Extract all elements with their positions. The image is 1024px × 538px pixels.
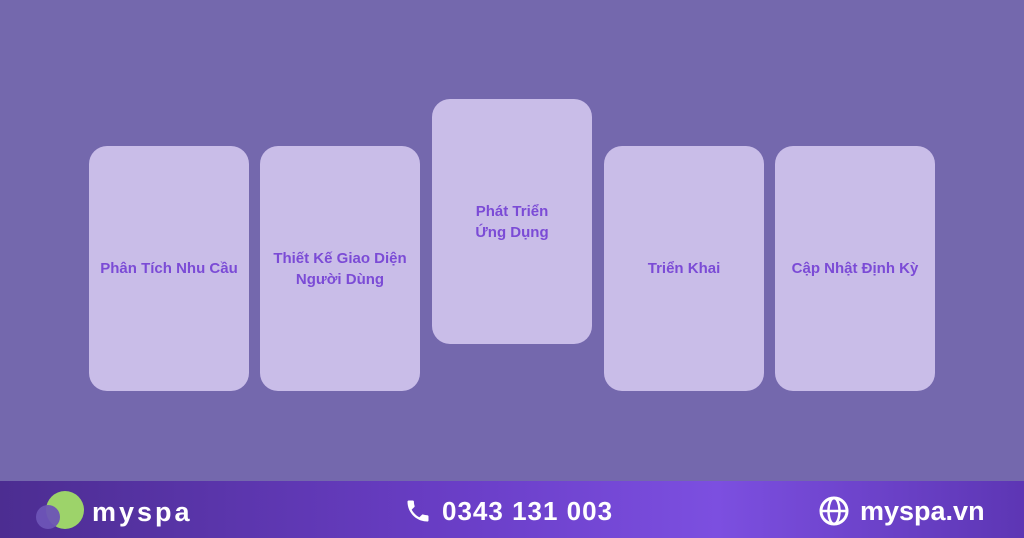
brand-name: myspa bbox=[92, 497, 193, 527]
step-label: Triển Khai bbox=[647, 260, 721, 277]
step-label: Cập Nhật Định Kỳ bbox=[791, 260, 919, 277]
step-label-line-2: Ứng Dụng bbox=[475, 224, 549, 241]
logo-mark-icon bbox=[36, 491, 88, 529]
step-label-line-1: Phát Triển bbox=[475, 203, 549, 220]
step-card-app-development: Phát Triển Ứng Dụng bbox=[432, 99, 592, 344]
step-label: Phân Tích Nhu Cầu bbox=[100, 260, 238, 277]
process-steps: Phân Tích Nhu Cầu Thiết Kế Giao Diện Ngư… bbox=[89, 99, 935, 391]
brand-logo[interactable]: myspa bbox=[36, 491, 236, 529]
footer-bar: myspa 0343 131 003 myspa.vn bbox=[0, 481, 1024, 538]
step-label-line-2: Người Dùng bbox=[295, 270, 385, 288]
website-url: myspa.vn bbox=[860, 495, 985, 526]
globe-icon bbox=[819, 496, 849, 526]
step-card-needs-analysis: Phân Tích Nhu Cầu bbox=[89, 146, 249, 391]
step-card-ui-design: Thiết Kế Giao Diện Người Dùng bbox=[260, 146, 420, 391]
website-link[interactable]: myspa.vn bbox=[818, 494, 985, 528]
phone-icon bbox=[407, 500, 429, 522]
phone-contact[interactable]: 0343 131 003 bbox=[404, 494, 613, 528]
step-card-deployment: Triển Khai bbox=[604, 146, 764, 391]
step-card-periodic-updates: Cập Nhật Định Kỳ bbox=[775, 146, 935, 391]
phone-number: 0343 131 003 bbox=[442, 495, 614, 526]
step-label-line-1: Thiết Kế Giao Diện bbox=[273, 249, 407, 267]
